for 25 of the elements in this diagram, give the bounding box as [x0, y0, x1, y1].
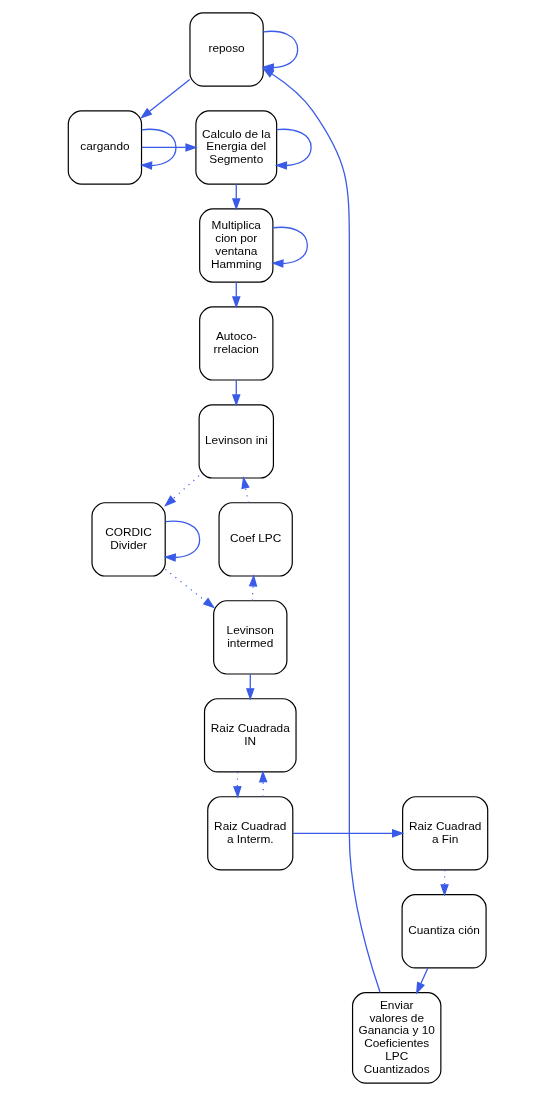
arrow	[274, 128, 312, 170]
arrow	[140, 78, 191, 119]
arrow	[271, 226, 308, 268]
arrow	[139, 128, 177, 170]
node-box: cargando	[67, 110, 143, 185]
node-box: Raiz Cuadrada IN	[203, 698, 297, 773]
arrow	[292, 829, 405, 838]
node-box: Multiplica cion por ventana Hamming	[199, 208, 274, 283]
arrow	[163, 520, 201, 562]
arrow	[164, 568, 216, 609]
node-box: Levinson intermed	[213, 600, 288, 675]
node-box: Calculo de la Energia del Segmento	[195, 110, 278, 185]
node-box: CORDIC Divider	[91, 502, 166, 577]
arrow	[141, 143, 198, 152]
node-box: Autoco- rrelacion	[199, 306, 274, 381]
node-box: reposo	[189, 12, 264, 87]
arrow	[261, 30, 299, 72]
node-box: Raiz Cuadrad a Fin	[402, 796, 489, 871]
arrow	[164, 475, 200, 507]
arrow	[415, 967, 429, 995]
node-box: Raiz Cuadrad a Interm.	[207, 796, 294, 871]
node-box: Levinson ini	[198, 404, 274, 479]
node-box: Enviar valores de Ganancia y 10 Coeficientes LPC Cuantizados	[351, 992, 442, 1084]
node-box: Coef LPC	[218, 502, 293, 577]
node-box: Cuantiza ción	[401, 894, 487, 969]
